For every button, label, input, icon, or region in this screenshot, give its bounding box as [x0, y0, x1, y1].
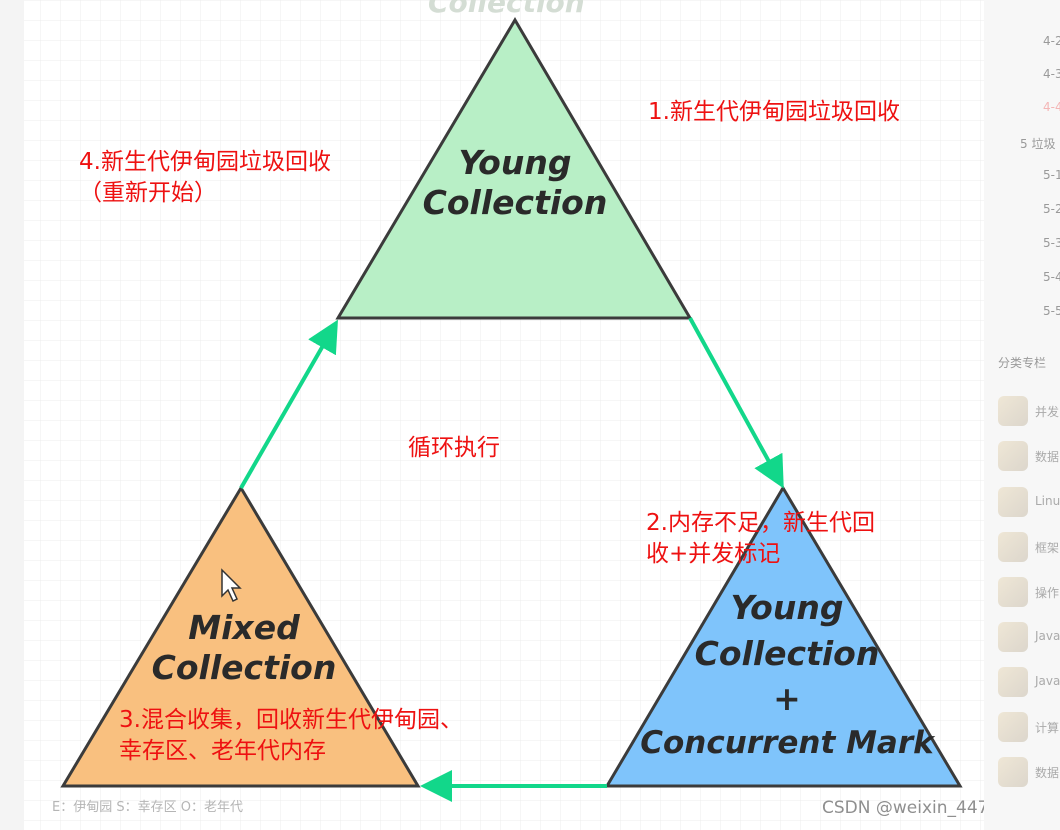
category-thumbnail — [998, 622, 1028, 652]
toc-item-active[interactable]: 4-4 — [1043, 100, 1060, 114]
category-item[interactable]: 操作 — [998, 577, 1060, 607]
category-label: 数据 — [1035, 450, 1060, 464]
category-label: Java — [1035, 674, 1060, 688]
category-thumbnail — [998, 667, 1028, 697]
category-thumbnail — [998, 532, 1028, 562]
category-label: Linu — [1035, 494, 1060, 508]
category-item[interactable]: 并发 — [998, 396, 1060, 426]
concurrent-line2: Collection — [694, 633, 880, 673]
category-thumbnail — [998, 577, 1028, 607]
step3-annotation: 3.混合收集，回收新生代伊甸园、 幸存区、老年代内存 — [119, 705, 463, 767]
young-line1: Young — [458, 143, 572, 182]
mouse-cursor-icon — [221, 568, 242, 603]
left-edge-strip — [0, 0, 24, 830]
toc-item[interactable]: 4-3 — [1043, 67, 1060, 81]
concurrent-line4: Concurrent Mark — [640, 724, 934, 761]
toc-item[interactable]: 5-1 — [1043, 168, 1060, 182]
toc-item[interactable]: 5-3 — [1043, 236, 1060, 250]
category-thumbnail — [998, 757, 1028, 787]
cycle-center-label: 循环执行 — [408, 435, 500, 461]
concurrent-line1: Young — [730, 588, 844, 627]
young-collection-label: Young Collection — [405, 143, 625, 222]
concurrent-line3: + — [773, 679, 801, 719]
category-label: 计算 — [1035, 721, 1060, 735]
toc-item[interactable]: 4-2 — [1043, 34, 1060, 48]
category-item[interactable]: 数据 — [998, 441, 1060, 471]
young-collection-triangle — [335, 17, 693, 320]
toc-item[interactable]: 5-5 — [1043, 304, 1060, 318]
category-item[interactable]: Java — [998, 622, 1060, 652]
concurrent-mark-triangle — [604, 485, 963, 788]
step2-line1: 2.内存不足，新生代回 — [646, 510, 875, 536]
category-thumbnail — [998, 712, 1028, 742]
concurrent-mark-label: Young Collection + Concurrent Mark — [622, 585, 952, 764]
mixed-line1: Mixed — [188, 608, 300, 647]
category-thumbnail — [998, 396, 1028, 426]
category-thumbnail — [998, 441, 1028, 471]
step4-line1: 4.新生代伊甸园垃圾回收 — [79, 149, 331, 175]
category-label: 并发 — [1035, 405, 1060, 419]
category-item[interactable]: 框架 — [998, 532, 1060, 562]
young-line2: Collection — [422, 182, 608, 222]
step3-line1: 3.混合收集，回收新生代伊甸园、 — [119, 707, 463, 733]
toc-item[interactable]: 5-4 — [1043, 270, 1060, 284]
toc-item[interactable]: 5 垃圾 — [1020, 137, 1056, 151]
step2-line2: 收+并发标记 — [646, 541, 781, 568]
step3-line2: 幸存区、老年代内存 — [119, 738, 326, 765]
category-label: 框架 — [1035, 541, 1060, 555]
category-label: 数据 — [1035, 766, 1060, 780]
arrow-mixed-to-young — [239, 319, 338, 489]
category-item[interactable]: Linu — [998, 487, 1060, 517]
toc-item[interactable]: 5-2 — [1043, 202, 1060, 216]
step2-annotation: 2.内存不足，新生代回 收+并发标记 — [646, 508, 875, 570]
step1-annotation: 1.新生代伊甸园垃圾回收 — [648, 99, 900, 125]
generation-legend: E：伊甸园 S：幸存区 O：老年代 — [52, 800, 243, 815]
step4-line2: （重新开始） — [79, 180, 217, 207]
category-item[interactable]: 数据 — [998, 757, 1060, 787]
category-item[interactable]: 计算 — [998, 712, 1060, 742]
mixed-collection-label: Mixed Collection — [134, 608, 354, 687]
mixed-collection-triangle — [60, 485, 421, 788]
category-item[interactable]: Java — [998, 667, 1060, 697]
top-partial-title: Collection — [428, 0, 585, 19]
arrow-young-to-concurrent — [688, 317, 784, 489]
step4-annotation: 4.新生代伊甸园垃圾回收 （重新开始） — [79, 147, 331, 209]
category-section-title: 分类专栏 — [998, 356, 1047, 370]
category-thumbnail — [998, 487, 1028, 517]
category-label: Java — [1035, 629, 1060, 643]
category-label: 操作 — [1035, 586, 1060, 600]
mixed-line2: Collection — [151, 647, 337, 687]
